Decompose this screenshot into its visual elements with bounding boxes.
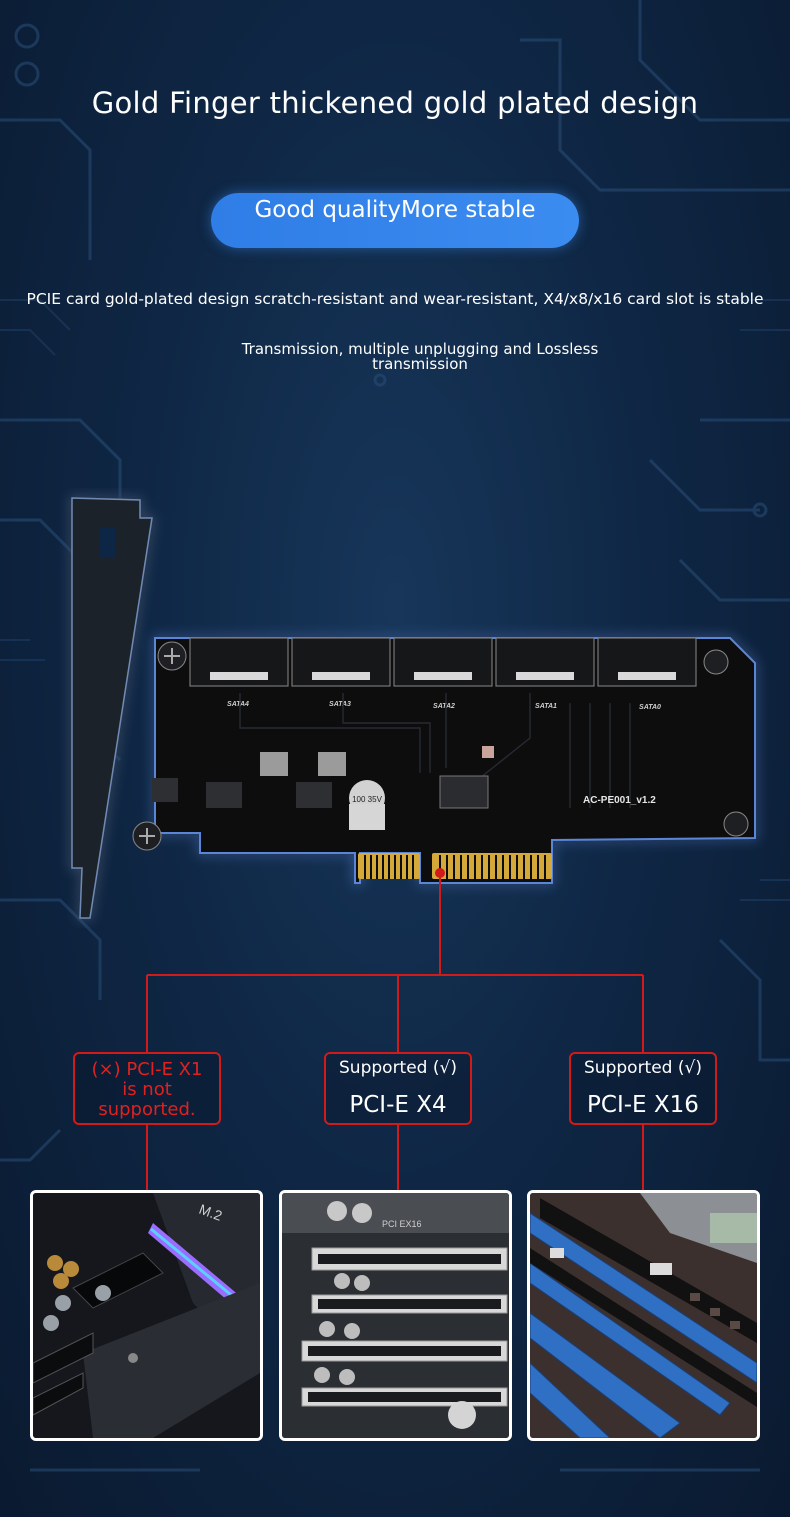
slot-x4-name: PCI-E X4 [349, 1092, 447, 1118]
metal-bracket [71, 497, 153, 919]
card-model-label: AC-PE001_v1.2 [583, 795, 656, 806]
slot-x16-status: Supported (√) [584, 1058, 702, 1078]
description-line-2: Transmission, multiple unplugging and Lo… [200, 342, 640, 372]
capacitor-label: 100 35V [352, 795, 382, 804]
description-line-1: PCIE card gold-plated design scratch-res… [26, 290, 764, 308]
screw-icon [132, 641, 749, 851]
slot-x4-box: Supported (√) PCI-E X4 [324, 1052, 472, 1125]
slot-x16-box: Supported (√) PCI-E X16 [569, 1052, 717, 1125]
photo-x16-slot [527, 1190, 760, 1441]
port-label-sata4: SATA4 [227, 701, 249, 708]
quality-pill: Good qualityMore stable [211, 193, 579, 248]
pcie-card-illustration: SATA4 SATA3 SATA2 SATA1 SATA0 100 35V AC… [71, 497, 756, 919]
slot-x4-status: Supported (√) [339, 1058, 457, 1078]
port-label-sata1: SATA1 [535, 703, 557, 710]
m2-label: M.2 [197, 1201, 225, 1224]
page-title: Gold Finger thickened gold plated design [91, 86, 699, 120]
controller-chip [439, 775, 489, 809]
slot-x1-line3: supported. [98, 1099, 196, 1120]
pciex16-label: PCI EX16 [382, 1219, 422, 1229]
slot-x16-name: PCI-E X16 [587, 1092, 699, 1118]
quality-pill-label: Good qualityMore stable [254, 197, 536, 223]
slot-x1-box: (×) PCI-E X1 is not supported. [73, 1052, 221, 1125]
description-line-2a: Transmission, multiple unplugging and Lo… [241, 340, 599, 358]
photo-x1-slot: M.2 [30, 1190, 263, 1441]
slot-x1-line2: is not [122, 1079, 172, 1100]
slot-x1-line1: (×) PCI-E X1 [91, 1059, 203, 1080]
slot-x1-text: (×) PCI-E X1 is not supported. [75, 1060, 219, 1120]
port-label-sata0: SATA0 [639, 704, 661, 711]
capacitor: 100 35V [349, 780, 385, 830]
photo-x4-slot: PCI EX16 [279, 1190, 512, 1441]
description-line-2b: transmission [372, 355, 468, 373]
port-label-sata3: SATA3 [329, 701, 351, 708]
port-label-sata2: SATA2 [433, 703, 455, 710]
